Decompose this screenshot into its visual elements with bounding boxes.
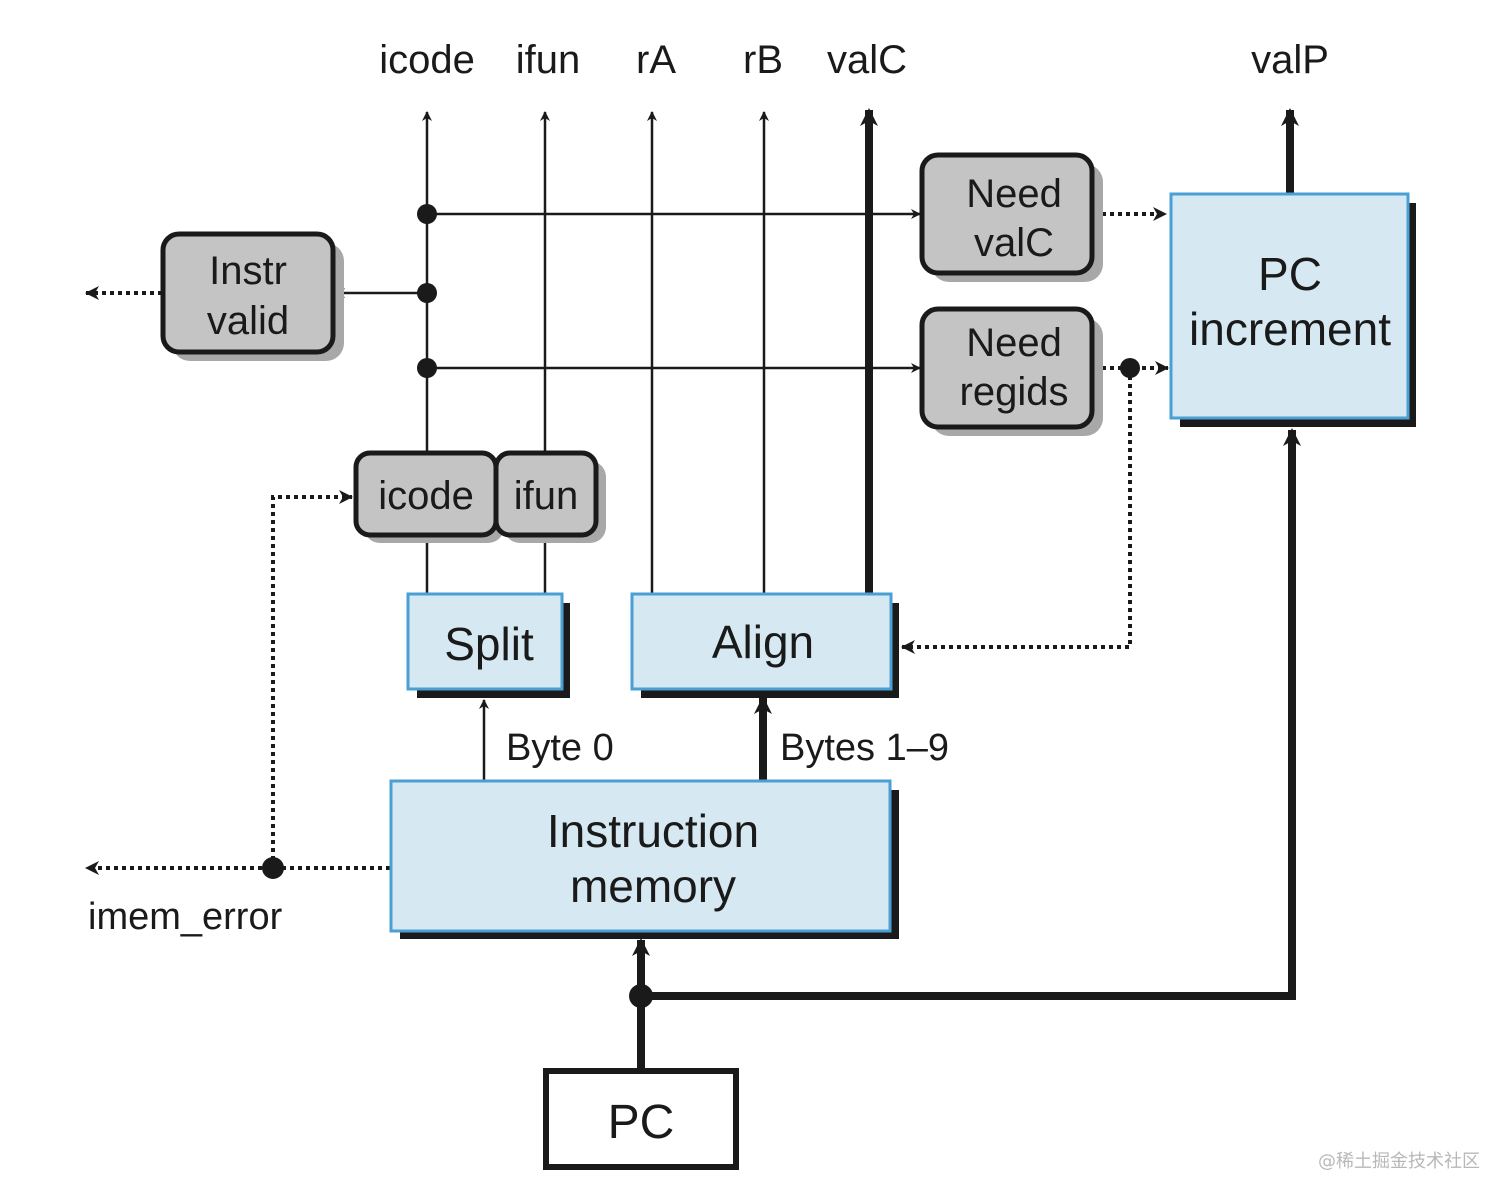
align-label: Align bbox=[712, 616, 814, 668]
instruction-memory-line1: Instruction bbox=[547, 805, 759, 857]
pc-increment-block: PC increment bbox=[1169, 192, 1416, 427]
junction-dot bbox=[417, 283, 437, 303]
pc-increment-line2: increment bbox=[1189, 303, 1391, 355]
wire-imem-error-to-icode bbox=[271, 490, 353, 868]
icode-register-label: icode bbox=[378, 474, 474, 518]
pc-increment-line1: PC bbox=[1258, 248, 1322, 300]
pc-label: PC bbox=[608, 1096, 675, 1149]
output-label-valp: valP bbox=[1251, 38, 1329, 82]
need-valc-block: Need valC bbox=[919, 152, 1103, 282]
byte0-label: Byte 0 bbox=[506, 727, 614, 769]
output-label-ra: rA bbox=[636, 38, 676, 82]
watermark: @稀土掘金技术社区 bbox=[1318, 1151, 1480, 1172]
instr-valid-line1: Instr bbox=[209, 249, 287, 293]
instr-valid-block: Instr valid bbox=[160, 231, 344, 361]
instruction-memory-block: Instruction memory bbox=[389, 779, 899, 939]
ifun-register: ifun bbox=[493, 450, 606, 543]
output-label-ifun: ifun bbox=[516, 38, 581, 82]
junction-dot bbox=[417, 204, 437, 224]
need-valc-line1: Need bbox=[966, 172, 1062, 216]
junction-dot bbox=[262, 857, 284, 879]
split-block: Split bbox=[406, 592, 570, 698]
wire-pc-to-pc-inc bbox=[641, 428, 1301, 1000]
pc-register: PC bbox=[543, 1068, 739, 1170]
need-regids-block: Need regids bbox=[919, 306, 1103, 436]
instr-valid-line2: valid bbox=[207, 299, 289, 343]
junction-dot bbox=[417, 358, 437, 378]
instruction-memory-line2: memory bbox=[570, 860, 736, 912]
need-regids-line1: Need bbox=[966, 321, 1062, 365]
output-label-valc: valC bbox=[827, 38, 907, 82]
imem-error-label: imem_error bbox=[88, 896, 283, 938]
icode-register: icode bbox=[353, 450, 504, 543]
output-label-rb: rB bbox=[743, 38, 783, 82]
output-label-icode: icode bbox=[379, 38, 475, 82]
bytes1-9-label: Bytes 1–9 bbox=[780, 727, 949, 769]
align-block: Align bbox=[630, 592, 899, 698]
junction-dot bbox=[1120, 358, 1140, 378]
need-regids-line2: regids bbox=[960, 370, 1069, 414]
junction-dot bbox=[629, 984, 653, 1008]
split-label: Split bbox=[444, 618, 534, 670]
ifun-register-label: ifun bbox=[514, 474, 579, 518]
need-valc-line2: valC bbox=[974, 221, 1054, 265]
